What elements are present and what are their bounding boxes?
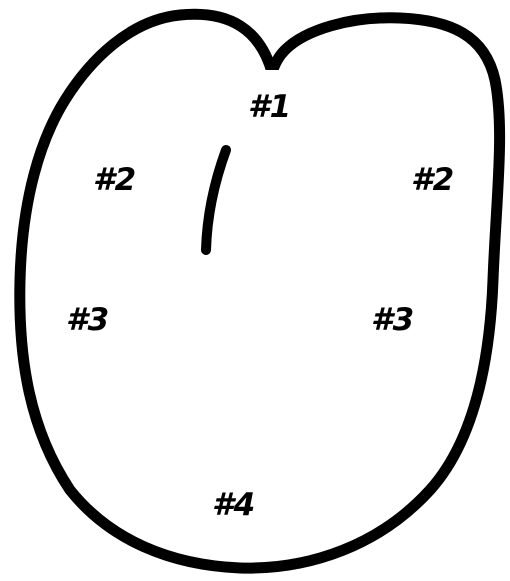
label-3-right: #3 — [371, 305, 414, 336]
stroke-gap — [262, 70, 286, 84]
label-4: #4 — [212, 490, 255, 521]
label-2-left: #2 — [93, 165, 136, 196]
label-2-right: #2 — [411, 165, 454, 196]
label-1: #1 — [248, 92, 291, 123]
label-3-left: #3 — [66, 305, 109, 336]
hand-stroke — [206, 150, 226, 250]
